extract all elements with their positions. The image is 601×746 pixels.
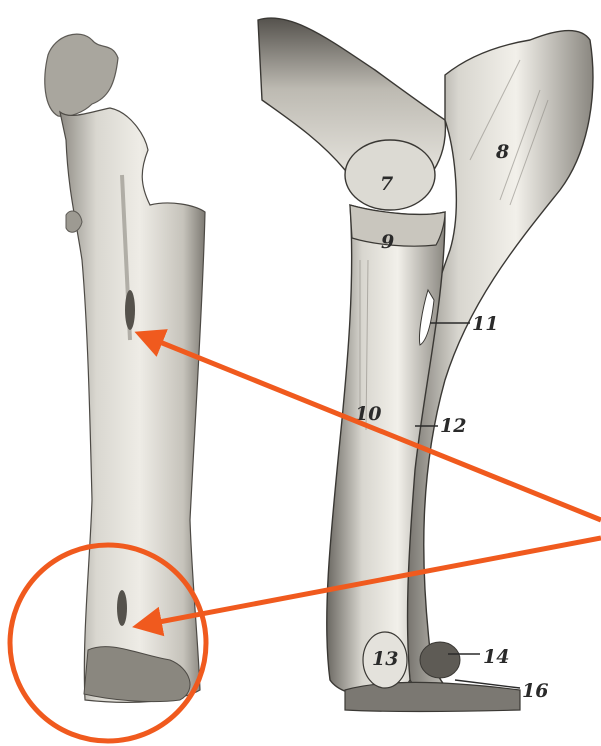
label-12: 12 bbox=[440, 415, 466, 437]
label-7: 7 bbox=[380, 173, 393, 195]
label-16: 16 bbox=[522, 680, 548, 702]
drawing-distal-ulna bbox=[420, 642, 460, 678]
drawing: 7 8 9 11 10 12 13 14 16 bbox=[258, 18, 593, 711]
photo-bone-shaft bbox=[60, 108, 205, 702]
photo-bone bbox=[45, 34, 205, 702]
photo-bone-foramen-upper bbox=[125, 290, 135, 330]
drawing-radial-head bbox=[350, 205, 445, 246]
photo-bone-head bbox=[45, 34, 118, 116]
label-8: 8 bbox=[495, 141, 509, 163]
label-13: 13 bbox=[372, 648, 398, 670]
drawing-carpus bbox=[345, 683, 520, 712]
photo-bone-foramen-lower bbox=[117, 590, 127, 626]
label-14: 14 bbox=[483, 646, 509, 668]
label-11: 11 bbox=[472, 313, 498, 335]
label-9: 9 bbox=[381, 231, 394, 253]
